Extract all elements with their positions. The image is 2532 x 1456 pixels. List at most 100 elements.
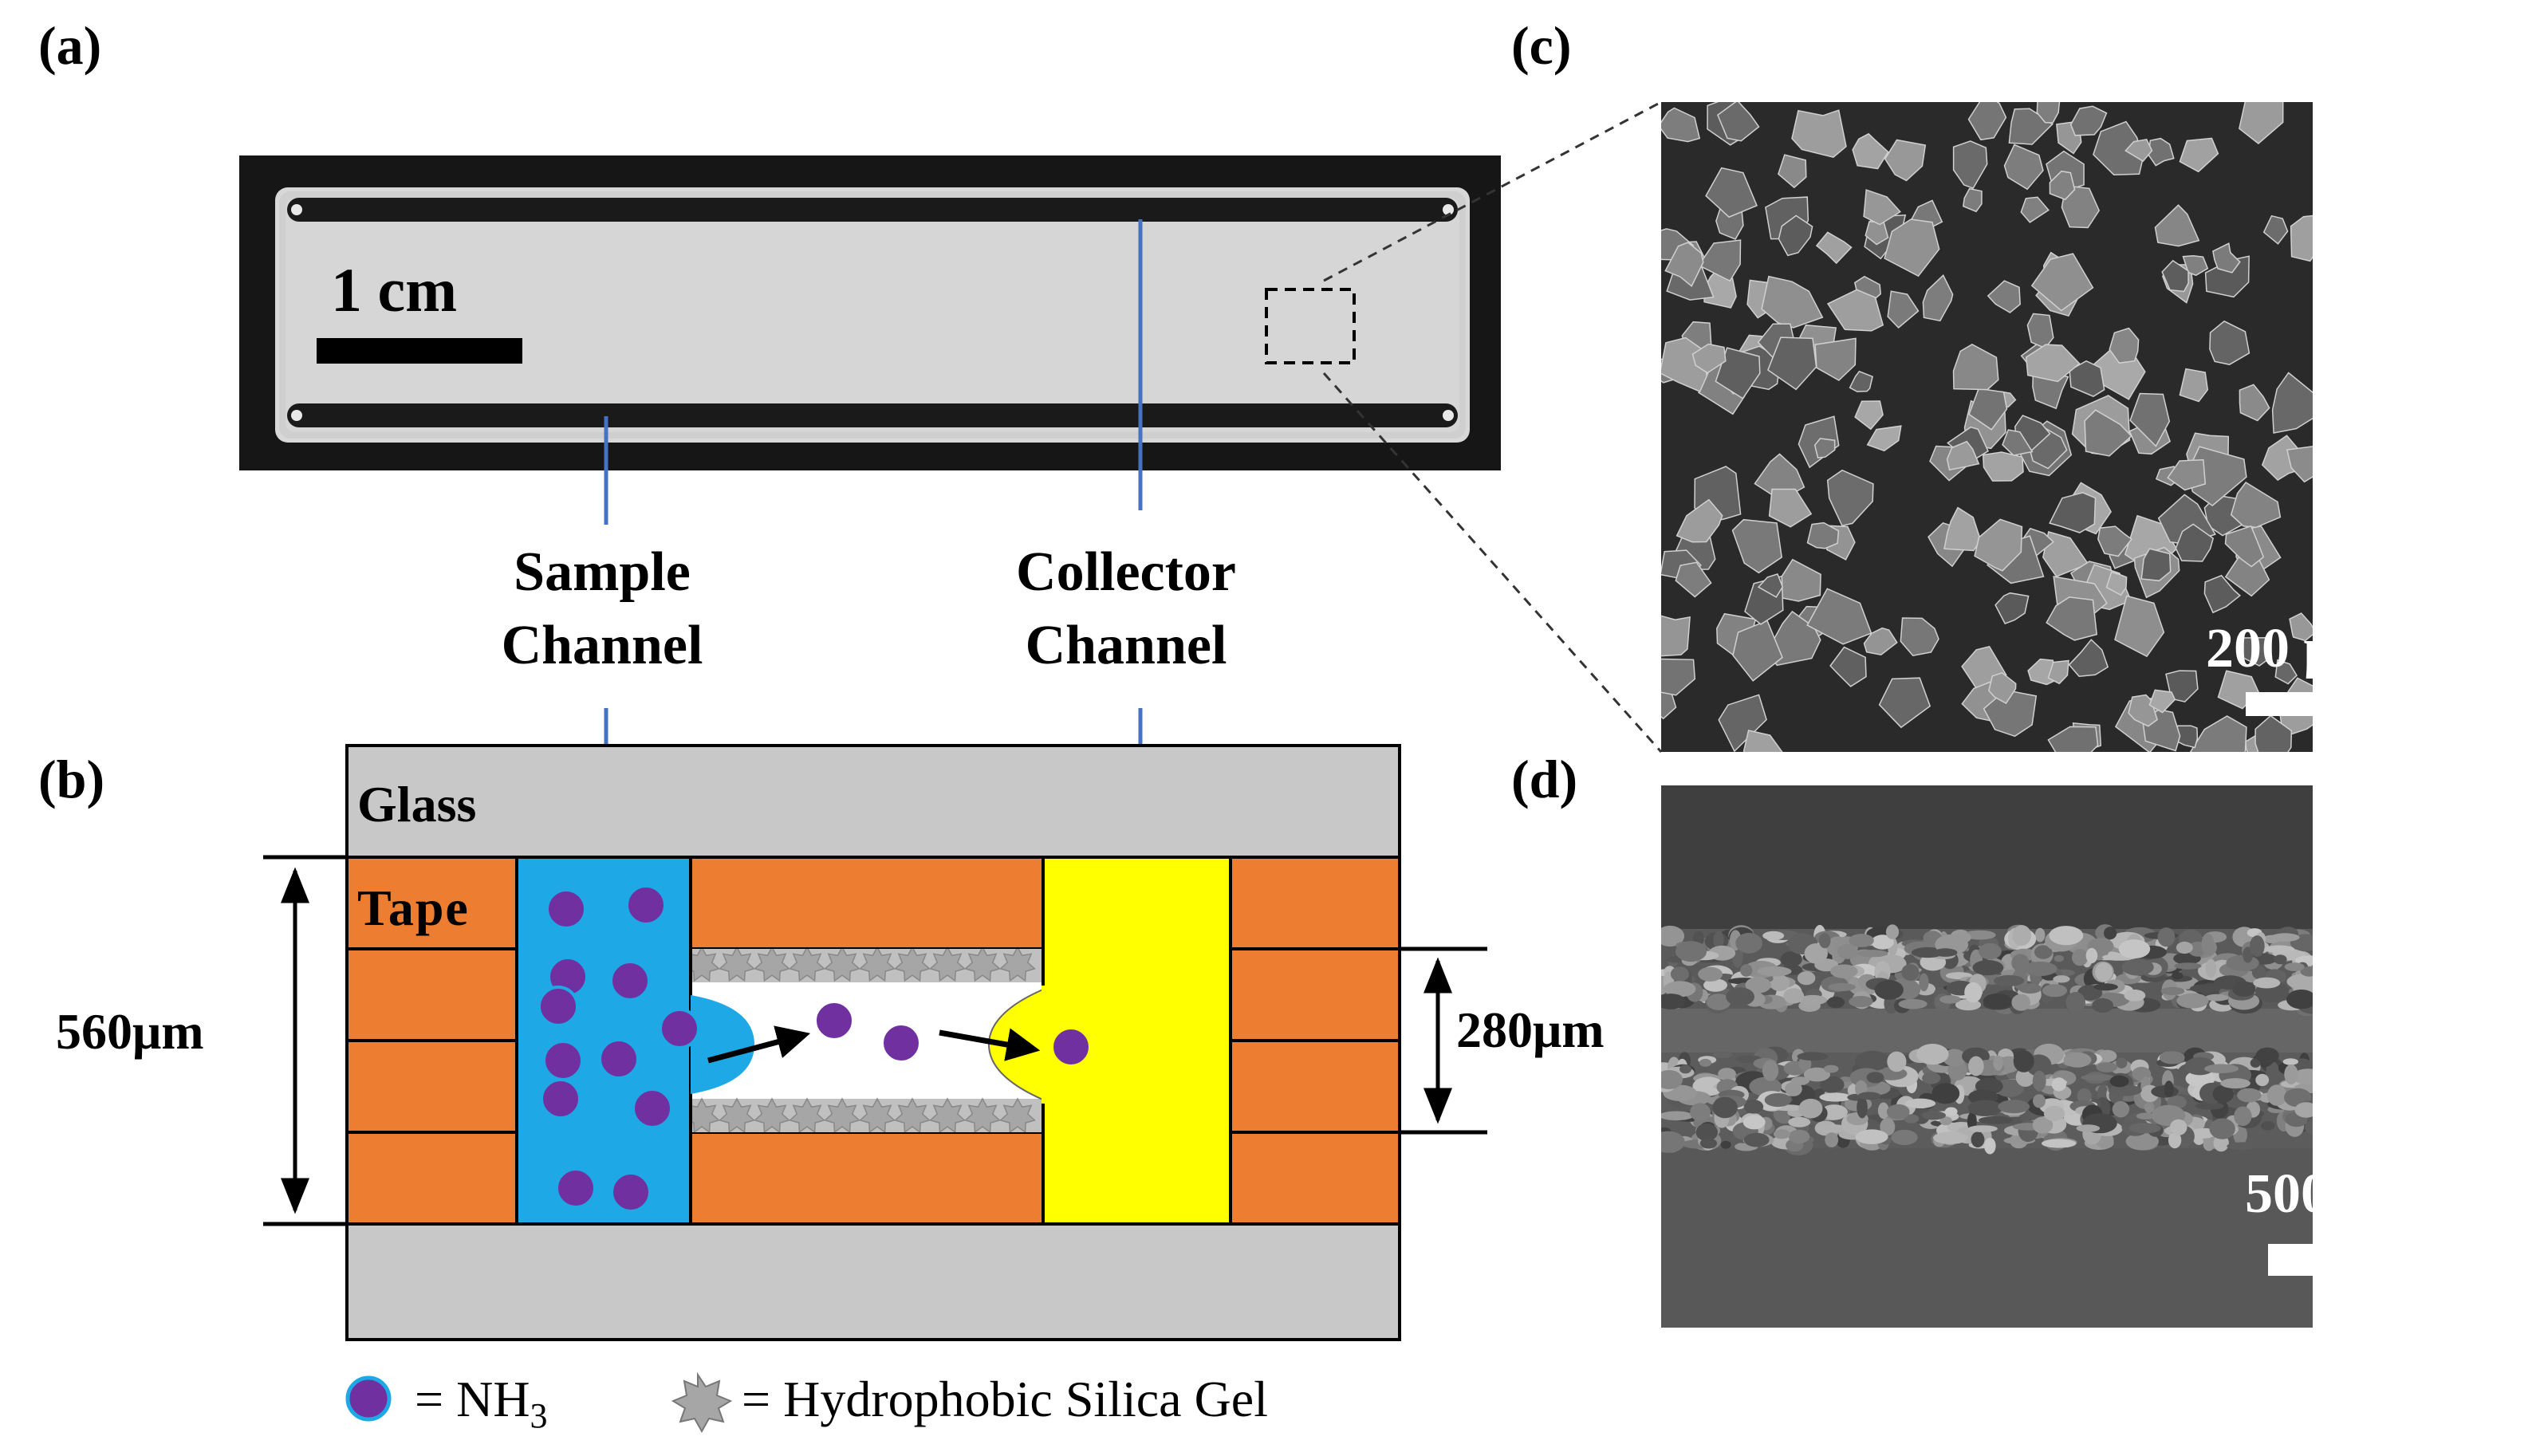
silica-gel-particle (929, 1097, 966, 1132)
sem-particle (2179, 368, 2209, 403)
sem-particle (1778, 214, 1813, 257)
sem-crust-grain (1857, 950, 1888, 958)
sem-crust-grain (2176, 993, 2209, 1009)
sem-crust-grain (2295, 955, 2313, 966)
glass-label: Glass (357, 776, 476, 832)
sem-particle (1922, 274, 1954, 322)
sem-crust-grain (1712, 1051, 1733, 1059)
sem-particle (2020, 196, 2050, 223)
sem-particle (1943, 506, 1982, 552)
sem-particle (2175, 523, 2215, 562)
silica-gel-particle (824, 949, 860, 982)
sem-particle (1863, 627, 1898, 656)
nh3-molecule (538, 986, 579, 1027)
sem-particle (2105, 571, 2128, 596)
sem-crust-grain (2209, 1118, 2235, 1139)
sem-crust-grain (1984, 1137, 1996, 1155)
silica-gel-particle (859, 949, 896, 982)
sem-crust-grain (2112, 1100, 2130, 1118)
sem-crust-grain (1904, 1098, 1936, 1109)
silica-gel-particle (754, 1097, 790, 1132)
sem-crust-grain (2266, 1061, 2279, 1080)
sem-crust-grain (1783, 988, 1805, 1004)
sem-particle (2274, 659, 2298, 685)
sem-c-scale-label: 200 μm (2206, 618, 2382, 679)
sem-crust-grain (1830, 964, 1858, 978)
sem-crust-grain (1871, 935, 1895, 950)
sem-particle (1664, 242, 1704, 287)
sem-crust-grain (1762, 1060, 1779, 1081)
sem-crust-grain (1916, 1044, 1949, 1065)
sem-particle (1813, 438, 1836, 458)
sem-crust-grain (1885, 924, 1900, 939)
sem-crust-grain (2096, 1062, 2118, 1072)
sem-crust-grain (2282, 1058, 2298, 1065)
sem-crust-grain (2270, 933, 2300, 942)
sem-particle (1900, 617, 1939, 657)
collector-channel-label-2: Channel (1026, 615, 1227, 676)
sem-particle (2124, 138, 2153, 163)
sem-crust-grain (1690, 1103, 1711, 1122)
sem-crust-grain (1692, 1076, 1725, 1096)
nh3-molecule (545, 888, 587, 930)
sem-crust-grain (2108, 1084, 2142, 1096)
sem-particle (1815, 231, 1853, 265)
sem-crust-grain (2253, 977, 2281, 989)
silica-gel-particle (929, 949, 966, 982)
sem-crust-grain (1857, 1096, 1868, 1119)
sem-particle (1826, 469, 1874, 527)
sem-particle (2069, 105, 2108, 136)
sem-particle (2254, 714, 2293, 752)
sem-crust-grain (2023, 962, 2057, 976)
sem-crust-grain (2049, 926, 2084, 946)
sem-crust-grain (2124, 990, 2146, 1001)
sem-particle (1661, 658, 1696, 696)
sem-crust-grain (1742, 1115, 1766, 1130)
sem-crust-grain (2204, 1064, 2239, 1073)
sem-particle (1766, 336, 1817, 391)
sem-crust-grain (2185, 1070, 2215, 1088)
sem-crust-grain (1901, 964, 1920, 981)
silica-gel-particle (692, 949, 720, 982)
sem-particle (1952, 140, 1988, 190)
sem-crust-grain (1699, 1058, 1712, 1067)
sem-particle (2239, 636, 2273, 667)
sem-crust-grain (2300, 966, 2313, 977)
sem-particle (2179, 137, 2219, 173)
sem-crust-grain (1825, 1132, 1839, 1147)
sem-particle (2109, 327, 2140, 364)
sem-particle (1814, 337, 1857, 381)
sem-particle (1661, 107, 1701, 143)
sem-crust-grain (2157, 927, 2176, 947)
legend-silica-label: = Hydrophobic Silica Gel (742, 1371, 1268, 1427)
sem-particle (2049, 492, 2097, 533)
nh3-molecule (813, 1000, 855, 1041)
sem-crust-grain (1797, 971, 1816, 986)
diffusion-arrow-1 (707, 1025, 811, 1064)
glass-top (345, 744, 1401, 859)
nh3-molecule (625, 884, 667, 926)
silica-gel-particle (999, 1097, 1036, 1132)
sem-crust-grain (2063, 1052, 2092, 1068)
sem-crust-grain (1661, 925, 1685, 947)
nh3-molecule (542, 1040, 584, 1081)
sem-particle (1705, 167, 1758, 218)
sem-particle (1829, 646, 1867, 687)
sem-crust-grain (2195, 1102, 2224, 1110)
sem-crust-grain (1967, 1100, 2003, 1116)
sem-particle (2167, 458, 2207, 491)
sem-crust-grain (1785, 1081, 1802, 1096)
sem-crust-grain (2176, 941, 2193, 954)
sem-crust-grain (2013, 1050, 2034, 1072)
sem-particle (2068, 639, 2109, 677)
sem-crust-grain (1874, 980, 1904, 1000)
sem-crust-grain (2054, 954, 2064, 962)
sem-crust-grain (1720, 1140, 1731, 1149)
sem-particle (2129, 392, 2171, 447)
sem-crust-grain (1703, 978, 1727, 992)
silica-gel-particle (999, 949, 1036, 982)
panel-label-d: (d) (1511, 749, 1577, 809)
sem-particle (1884, 218, 1940, 277)
sem-crust-grain (1993, 975, 2025, 986)
